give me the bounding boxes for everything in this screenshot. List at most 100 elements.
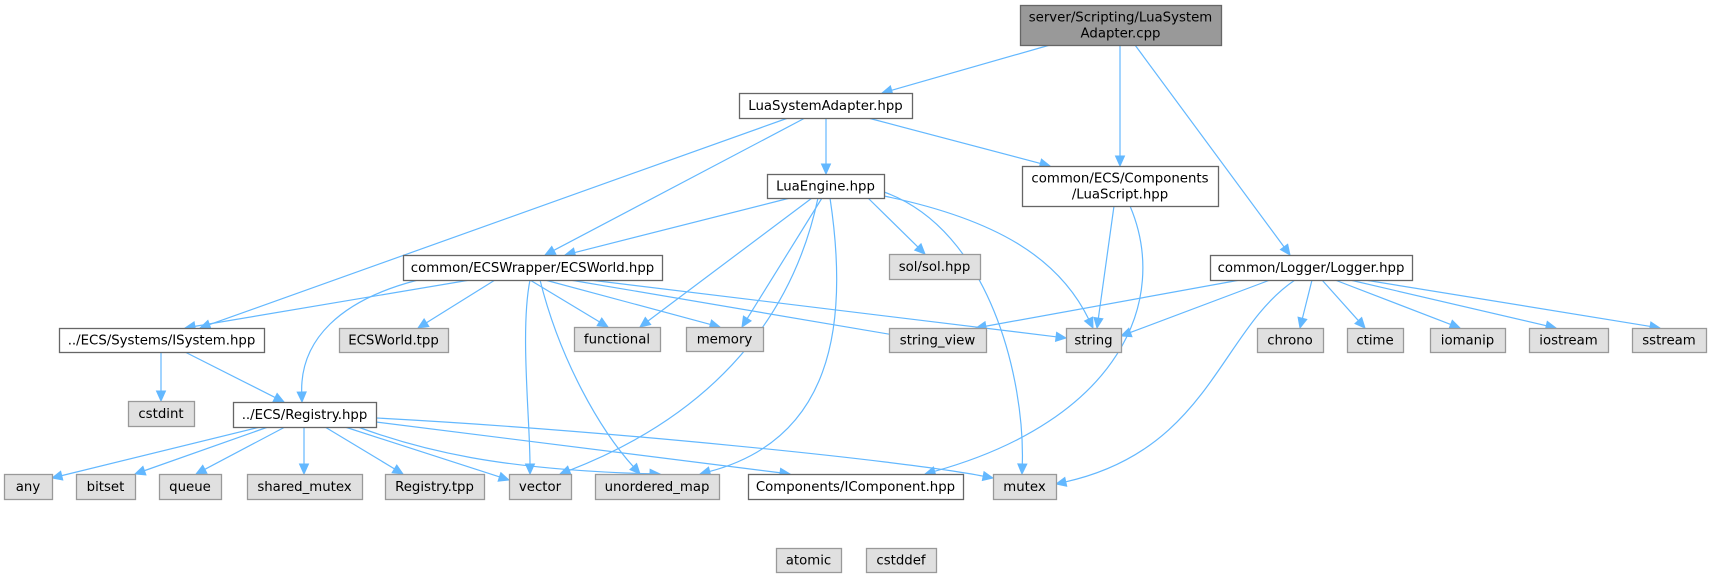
arrowhead-icon xyxy=(1017,463,1028,476)
node-label: bitset xyxy=(87,480,125,495)
node-box xyxy=(246,473,364,501)
edge-line xyxy=(746,197,823,320)
node-registry[interactable]: ../ECS/Registry.hpp xyxy=(232,401,378,429)
edge-line xyxy=(867,117,1042,165)
arrowhead-icon xyxy=(1279,243,1291,256)
edge-registry-to-any xyxy=(50,426,261,481)
node-box xyxy=(573,326,662,353)
node-box xyxy=(775,547,843,574)
edges-layer xyxy=(50,44,1662,487)
node-string: string xyxy=(1065,327,1123,354)
node-label: mutex xyxy=(1003,480,1046,495)
node-icomponent[interactable]: Components/IComponent.hpp xyxy=(747,473,965,501)
edge-luaengine-to-string xyxy=(883,195,1094,330)
node-cstddef: cstddef xyxy=(865,547,938,574)
arrowhead-icon xyxy=(155,390,167,403)
edge-luaengine-to-ecsworld xyxy=(563,197,791,258)
edge-line xyxy=(1321,279,1360,322)
edge-line xyxy=(984,279,1241,327)
node-atomic: atomic xyxy=(775,547,843,574)
edge-isystem-to-cstdint xyxy=(155,352,167,403)
node-luascript[interactable]: common/ECS/Components/LuaScript.hpp xyxy=(1021,165,1220,208)
node-label: vector xyxy=(519,480,562,495)
node-box xyxy=(75,473,137,501)
edge-line xyxy=(375,417,985,477)
node-box xyxy=(1528,327,1610,354)
arrowhead-icon xyxy=(133,465,147,476)
node-string_view: string_view xyxy=(888,327,988,354)
arrowhead-icon xyxy=(1083,316,1094,330)
node-luaengine[interactable]: LuaEngine.hpp xyxy=(766,173,886,200)
node-queue: queue xyxy=(158,473,223,501)
node-box xyxy=(1019,4,1223,47)
node-label: Adapter.cpp xyxy=(1081,27,1161,42)
node-logger[interactable]: common/Logger/Logger.hpp xyxy=(1209,254,1414,282)
edge-line xyxy=(539,279,635,468)
edge-line xyxy=(890,44,1051,92)
edge-line xyxy=(1334,279,1452,326)
edge-luaengine-to-functional xyxy=(639,197,813,328)
node-label: cstddef xyxy=(876,554,926,569)
node-box xyxy=(888,327,988,354)
edge-lsa-to-isystem xyxy=(198,117,789,330)
edge-line xyxy=(143,426,269,472)
node-box xyxy=(1065,327,1123,354)
node-box xyxy=(594,473,721,501)
node-label: Components/IComponent.hpp xyxy=(756,480,955,495)
edge-ecsworld-to-vector xyxy=(524,279,536,476)
arrowhead-icon xyxy=(1297,316,1308,330)
node-box xyxy=(992,473,1058,501)
node-box xyxy=(685,326,765,353)
edge-registry-to-shared_mutex xyxy=(298,427,310,476)
edge-line xyxy=(883,195,1090,321)
node-box xyxy=(888,253,982,281)
node-isystem[interactable]: ../ECS/Systems/ISystem.hpp xyxy=(58,327,266,354)
edge-luaengine-to-memory xyxy=(741,197,823,329)
arrowhead-icon xyxy=(558,465,572,476)
node-box xyxy=(738,92,914,120)
edge-line xyxy=(1301,279,1313,320)
edge-root-to-luascript xyxy=(1114,45,1126,168)
node-box xyxy=(766,173,886,200)
node-box xyxy=(1429,327,1507,354)
edge-line xyxy=(301,279,419,394)
edge-ecsworld-to-unordered_map xyxy=(539,279,641,475)
node-ecsworld[interactable]: common/ECSWrapper/ECSWorld.hpp xyxy=(402,254,664,282)
node-registrytpp: Registry.tpp xyxy=(384,473,486,501)
node-box xyxy=(384,473,486,501)
arrowhead-icon xyxy=(1093,316,1104,330)
edge-registry-to-queue xyxy=(194,426,286,475)
node-box xyxy=(58,327,266,354)
node-box xyxy=(1346,327,1405,354)
node-box xyxy=(1021,165,1220,208)
node-label: ctime xyxy=(1356,334,1393,349)
node-functional: functional xyxy=(573,326,662,353)
node-box xyxy=(3,473,54,501)
node-label: cstdint xyxy=(138,407,183,422)
node-label: unordered_map xyxy=(605,480,710,495)
node-root[interactable]: server/Scripting/LuaSystemAdapter.cpp xyxy=(1019,4,1223,47)
arrowhead-icon xyxy=(1114,155,1126,168)
node-label: string_view xyxy=(900,334,976,349)
node-label: shared_mutex xyxy=(257,480,351,495)
node-label: iostream xyxy=(1539,334,1597,349)
nodes-layer: server/Scripting/LuaSystemAdapter.cppLua… xyxy=(3,4,1708,574)
arrowhead-icon xyxy=(50,470,64,481)
node-label: any xyxy=(16,480,41,495)
edge-line xyxy=(569,279,892,336)
edge-line xyxy=(529,279,601,323)
node-label: queue xyxy=(169,480,211,495)
edge-logger-to-mutex xyxy=(1054,279,1296,487)
arrowhead-icon xyxy=(596,317,610,328)
node-label: atomic xyxy=(786,554,831,569)
edge-line xyxy=(184,351,277,399)
edge-registry-to-vector xyxy=(344,426,511,482)
node-lsa[interactable]: LuaSystemAdapter.hpp xyxy=(738,92,914,120)
node-label: Registry.tpp xyxy=(395,480,474,495)
edge-line xyxy=(425,279,496,324)
node-label: chrono xyxy=(1267,334,1313,349)
edge-line xyxy=(573,197,791,254)
edge-line xyxy=(933,205,1144,473)
edge-luaengine-to-sol xyxy=(867,197,926,255)
node-box xyxy=(158,473,223,501)
